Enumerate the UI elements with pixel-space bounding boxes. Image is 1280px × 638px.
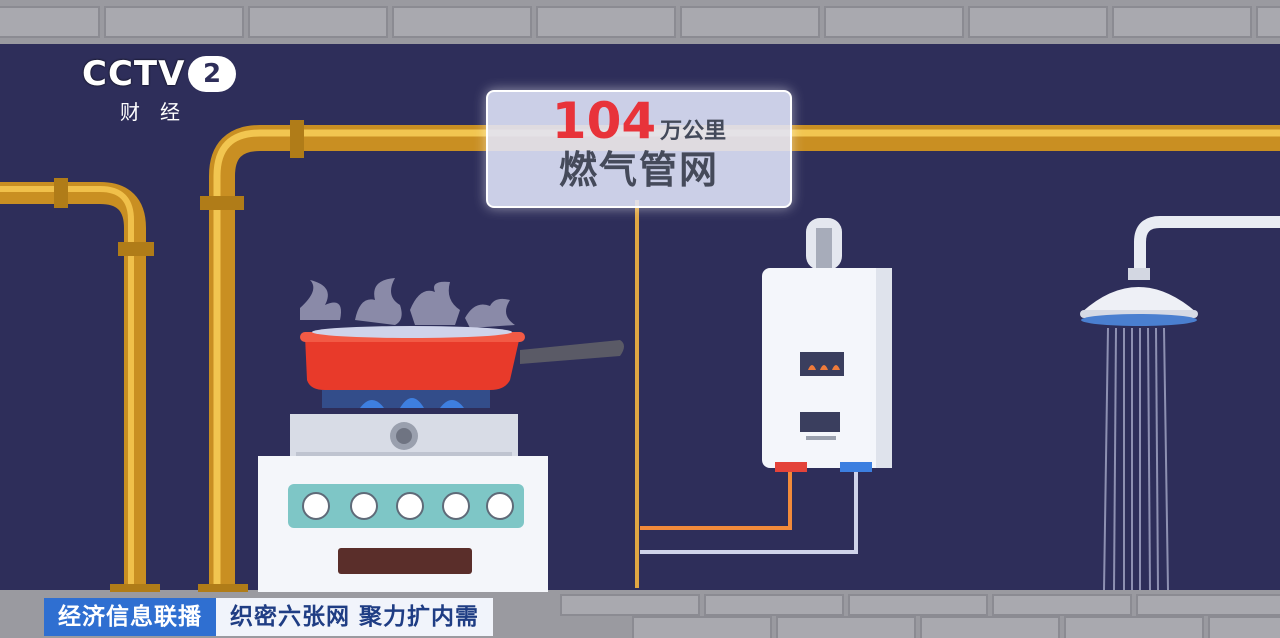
- frying-pan-icon: [300, 326, 624, 390]
- brick: [1136, 594, 1280, 616]
- shower-head-icon: [1080, 216, 1280, 591]
- brick: [704, 594, 844, 616]
- brick: [680, 6, 820, 38]
- logo-cctv-text: CCTV: [82, 54, 186, 94]
- brick: [560, 594, 700, 616]
- brick: [920, 616, 1060, 638]
- brick: [1064, 616, 1204, 638]
- stove-icon: [258, 414, 548, 592]
- brick: [968, 6, 1108, 38]
- burner-flame-icon: [322, 390, 490, 408]
- gas-pipe-icon: [0, 120, 1280, 592]
- brick: [1112, 6, 1252, 38]
- brick: [0, 6, 100, 38]
- logo-channel-name: 财经: [120, 100, 200, 124]
- brick: [632, 616, 772, 638]
- water-heater-icon: [640, 218, 892, 554]
- brick: [248, 6, 388, 38]
- brick: [104, 6, 244, 38]
- brick: [1256, 6, 1280, 38]
- caption-headline: 织密六张网 聚力扩内需: [216, 598, 494, 636]
- info-number: 104: [551, 92, 657, 150]
- brick: [824, 6, 964, 38]
- brick: [536, 6, 676, 38]
- brick: [848, 594, 988, 616]
- brick: [776, 616, 916, 638]
- brick: [992, 594, 1132, 616]
- caption-program: 经济信息联播: [44, 598, 216, 636]
- channel-logo: CCTV 2 财经: [82, 54, 236, 125]
- caption-bar: 经济信息联播 织密六张网 聚力扩内需: [44, 598, 494, 636]
- logo-channel-number: 2: [188, 56, 236, 92]
- info-title: 燃气管网: [558, 148, 719, 192]
- brick: [392, 6, 532, 38]
- info-unit: 万公里: [660, 119, 727, 144]
- steam-icon: [300, 278, 515, 328]
- brick: [1208, 616, 1280, 638]
